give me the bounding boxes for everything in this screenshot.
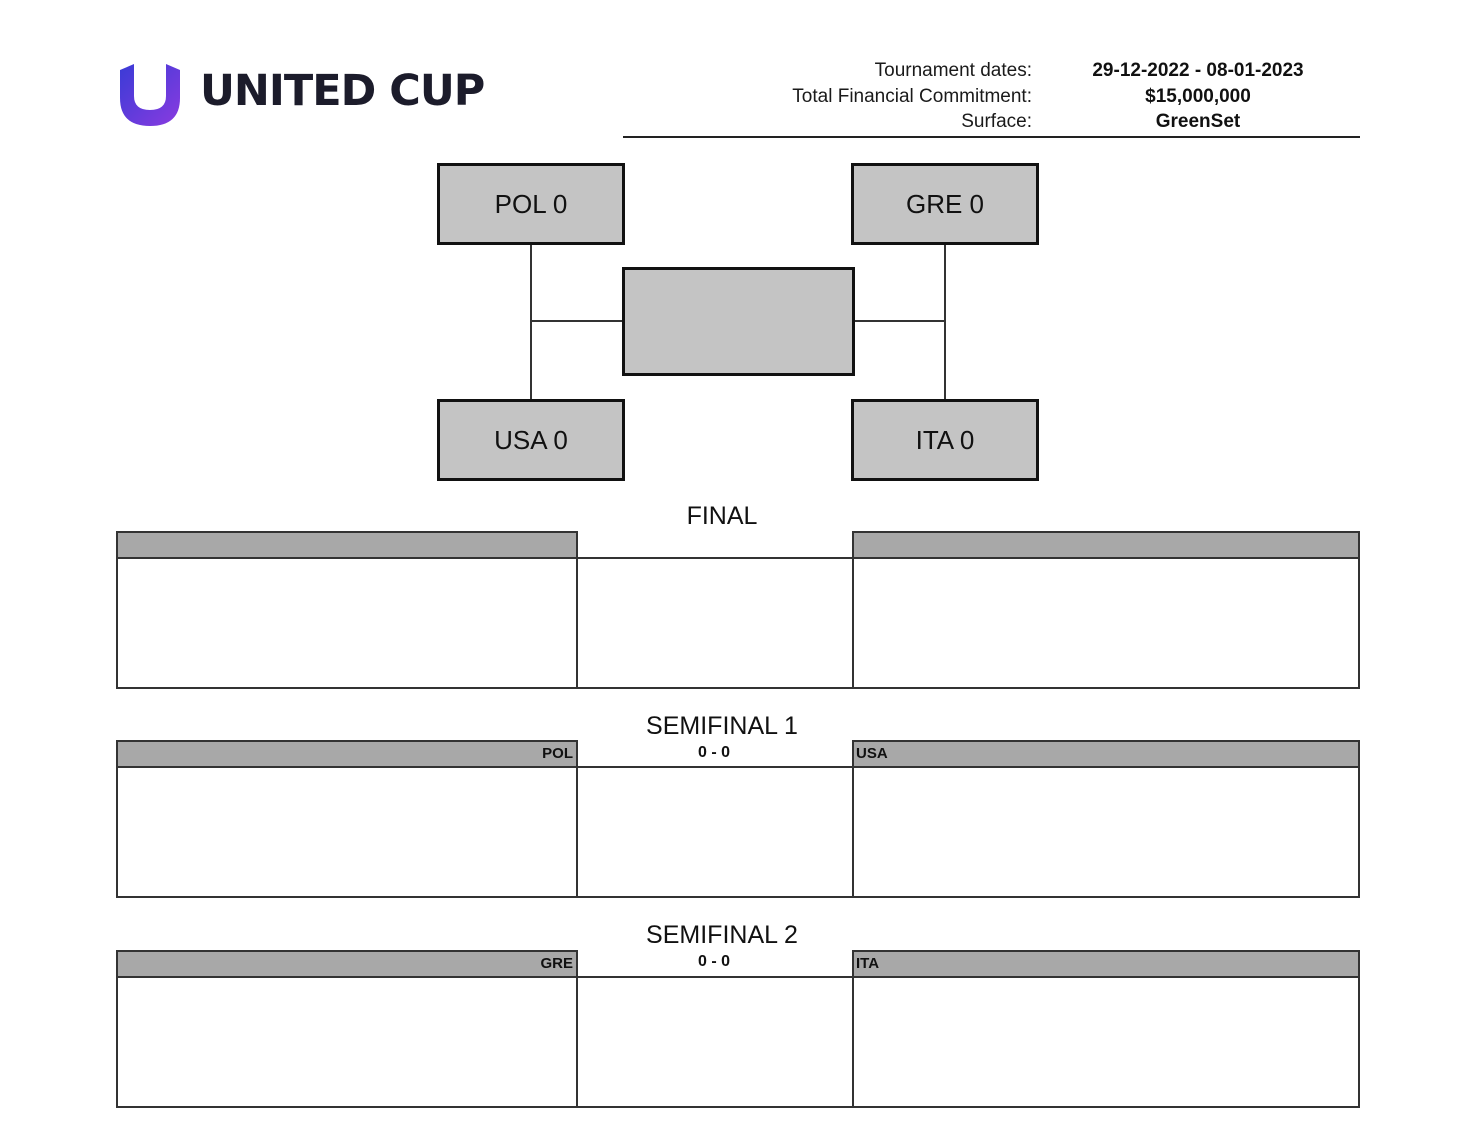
semifinal1-table-body bbox=[116, 766, 1360, 898]
bracket-team-gre: GRE 0 bbox=[851, 163, 1039, 245]
logo-wordmark: UNITED CUP bbox=[200, 66, 485, 116]
bracket-champion-box bbox=[622, 267, 855, 376]
semifinal2-divider-right bbox=[852, 976, 854, 1108]
final-divider-right bbox=[852, 557, 854, 689]
semifinal1-table: POL USA bbox=[116, 740, 1360, 898]
semifinal2-score: 0 - 0 bbox=[697, 953, 730, 970]
bracket-team-usa: USA 0 bbox=[437, 399, 625, 481]
tournament-dates-value: 29-12-2022 - 08-01-2023 bbox=[1092, 60, 1304, 81]
semifinal2-table: GRE ITA bbox=[116, 950, 1360, 1108]
semifinal2-table-body bbox=[116, 976, 1360, 1108]
semifinal1-left-team-header: POL bbox=[116, 740, 578, 768]
surface-label: Surface: bbox=[961, 111, 1032, 132]
bracket-team-ita: ITA 0 bbox=[851, 399, 1039, 481]
semifinal1-right-team-header: USA bbox=[852, 740, 1360, 768]
bracket-connector-right bbox=[944, 244, 946, 400]
final-right-team-header bbox=[852, 531, 1360, 559]
semifinal1-divider-right bbox=[852, 766, 854, 898]
final-title: FINAL bbox=[686, 502, 758, 530]
semifinal2-divider-left bbox=[576, 976, 578, 1108]
bracket-connector-left bbox=[530, 244, 532, 400]
semifinal1-title: SEMIFINAL 1 bbox=[646, 712, 798, 740]
final-table bbox=[116, 531, 1360, 689]
info-divider bbox=[623, 136, 1360, 138]
final-divider-left bbox=[576, 557, 578, 689]
bracket-connector-right-h bbox=[855, 320, 945, 322]
bracket-connector-left-h bbox=[530, 320, 622, 322]
semifinal2-right-team-header: ITA bbox=[852, 950, 1360, 978]
surface-value: GreenSet bbox=[1155, 111, 1241, 132]
financial-commitment-value: $15,000,000 bbox=[1145, 86, 1251, 107]
semifinal2-title: SEMIFINAL 2 bbox=[646, 921, 798, 949]
semifinal1-score: 0 - 0 bbox=[697, 744, 730, 761]
final-left-team-header bbox=[116, 531, 578, 559]
united-cup-logo: UNITED CUP bbox=[116, 60, 485, 132]
united-cup-u-icon bbox=[120, 64, 180, 126]
semifinal2-left-team-header: GRE bbox=[116, 950, 578, 978]
bracket-team-pol: POL 0 bbox=[437, 163, 625, 245]
semifinal1-divider-left bbox=[576, 766, 578, 898]
final-table-body bbox=[116, 557, 1360, 689]
tournament-dates-label: Tournament dates: bbox=[874, 60, 1032, 81]
financial-commitment-label: Total Financial Commitment: bbox=[792, 86, 1032, 107]
